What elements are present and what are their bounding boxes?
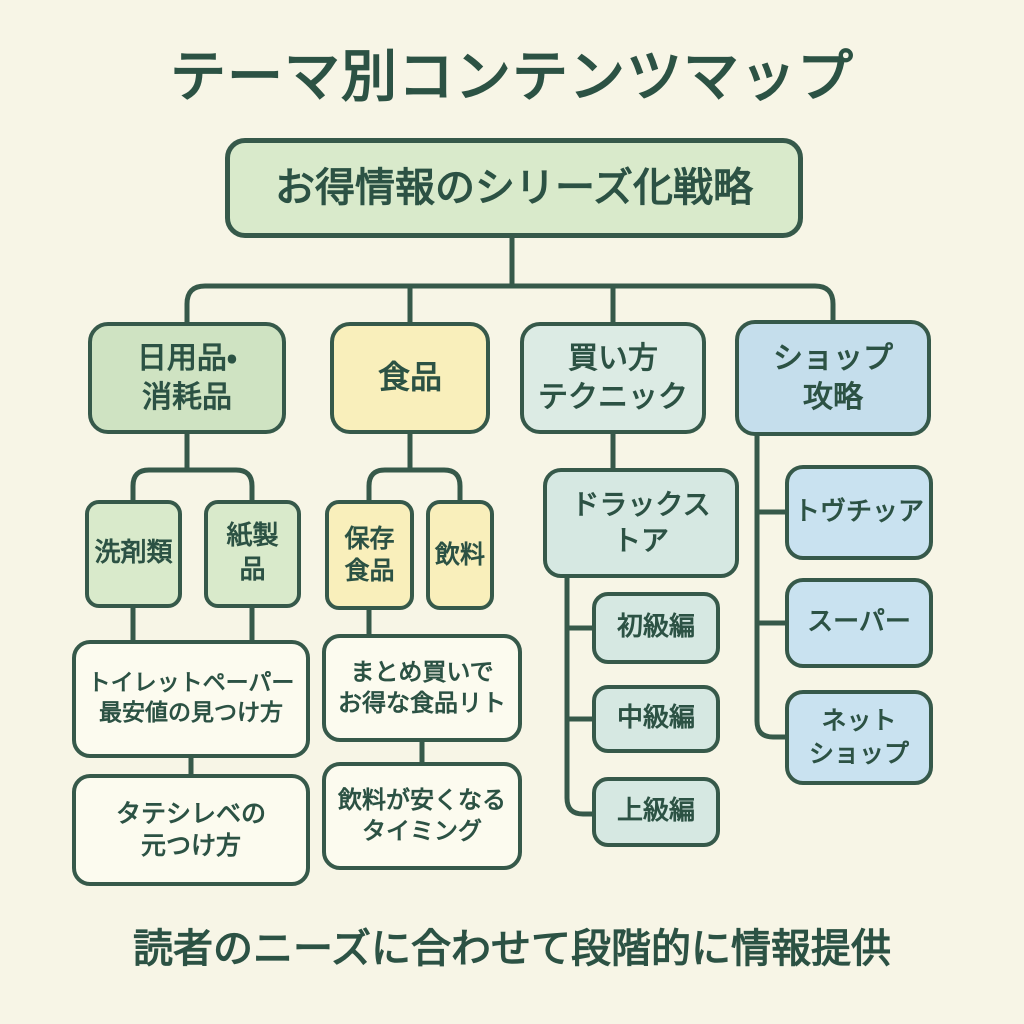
node-preserved-food: 保存 食品 [325, 500, 414, 610]
node-paper-products: 紙製 品 [204, 500, 301, 608]
node-category-shop-strategy: ショップ 攻略 [735, 320, 931, 436]
node-price-finding: タテシレベの 元つけ方 [72, 774, 310, 886]
node-category-daily-goods: 日用品・ 消耗品 [88, 322, 286, 434]
node-toilet-paper-lowest-price: トイレットペーパー 最安値の見つけ方 [72, 640, 310, 758]
node-level-advanced: 上級編 [592, 777, 720, 847]
node-level-beginner: 初級編 [592, 592, 720, 664]
node-drugstore: ドラックス トア [543, 468, 739, 578]
page-title: テーマ別コンテンツマップ [170, 45, 854, 110]
node-drinks: 飲料 [426, 500, 494, 610]
node-shop-online: ネット ショップ [785, 690, 933, 785]
node-root-strategy: お得情報のシリーズ化戦略 [225, 138, 803, 238]
node-shop-supermarket: スーパー [785, 578, 933, 668]
node-shop-drugstore: トヴチッア [785, 465, 933, 560]
node-category-food: 食品 [330, 322, 490, 434]
node-level-intermediate: 中級編 [592, 685, 720, 753]
node-category-buying-technique: 買い方 テクニック [520, 322, 706, 434]
node-bulk-buy-food-list: まとめ買いで お得な食品リト [322, 634, 522, 742]
node-drink-discount-timing: 飲料が安くなる タイミング [322, 762, 522, 870]
footer-caption: 読者のニーズに合わせて段階的に情報提供 [133, 926, 891, 972]
node-detergents: 洗剤類 [85, 500, 182, 608]
